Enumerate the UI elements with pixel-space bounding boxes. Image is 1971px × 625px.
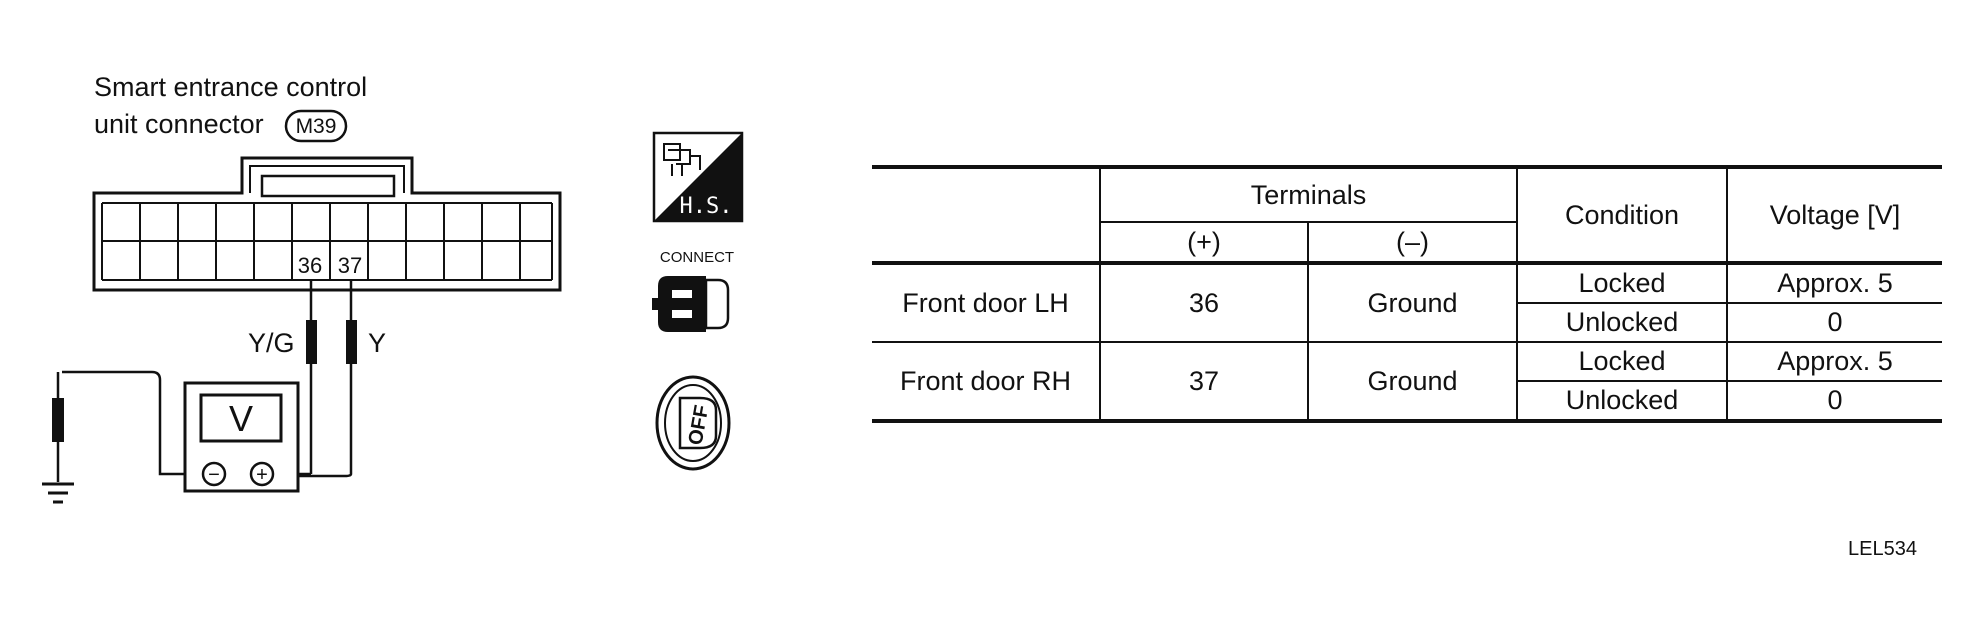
header-plus: (+) — [1099, 221, 1309, 265]
row-plus-terminal: 37 — [1099, 341, 1309, 423]
row-condition: Locked — [1516, 341, 1728, 382]
table-row: Front door LH 36 Ground Locked Approx. 5 — [872, 262, 1942, 343]
voltmeter-symbol: V — [229, 398, 253, 439]
connect-icon: CONNECT — [652, 249, 734, 332]
row-plus-terminal: 36 — [1099, 262, 1309, 343]
wire-color-right: Y — [368, 328, 386, 358]
row-voltage: Approx. 5 — [1726, 341, 1942, 382]
row-condition: Unlocked — [1516, 302, 1728, 343]
positive-terminal-icon — [249, 461, 275, 487]
connector-title-line1: Smart entrance control — [94, 72, 367, 102]
probe-left — [306, 280, 317, 474]
row-location: Front door RH — [872, 341, 1101, 423]
header-minus: (–) — [1307, 221, 1518, 265]
row-condition: Unlocked — [1516, 380, 1728, 423]
header-terminals: Terminals — [1099, 165, 1518, 223]
row-voltage: 0 — [1726, 302, 1942, 343]
positive-terminal-label: + — [256, 464, 268, 486]
probe-right — [346, 280, 357, 474]
row-minus-terminal: Ground — [1307, 341, 1518, 423]
voltage-spec-table: Terminals Condition Voltage [V] (+) (–) … — [872, 165, 1942, 423]
connect-label: CONNECT — [660, 249, 734, 266]
table-row: Unlocked 0 — [872, 302, 1942, 343]
connector-body: 36 37 — [92, 156, 562, 292]
connector-code-badge: M39 — [284, 109, 348, 143]
row-voltage: Approx. 5 — [1726, 262, 1942, 304]
negative-terminal-label: − — [208, 464, 220, 486]
harness-sign-icon: H.S. — [652, 131, 744, 223]
terminal-36-label: 36 — [298, 253, 322, 278]
wire-color-left: Y/G — [248, 328, 295, 358]
harness-sign-label: H.S. — [680, 194, 733, 219]
row-location: Front door LH — [872, 262, 1101, 343]
figure-code: LEL534 — [1848, 538, 1917, 560]
connector-title-line2: unit connector — [94, 109, 264, 139]
row-voltage: 0 — [1726, 380, 1942, 423]
negative-terminal-icon — [201, 461, 227, 487]
connector-code: M39 — [296, 115, 337, 138]
terminal-37-label: 37 — [338, 253, 362, 278]
ignition-off-icon: OFF — [655, 375, 731, 471]
table-corner-cell — [872, 165, 1101, 265]
header-voltage: Voltage [V] — [1726, 165, 1942, 265]
ground-icon — [42, 482, 74, 504]
header-condition: Condition — [1516, 165, 1728, 265]
voltmeter: V − + — [183, 381, 300, 493]
table-row: Unlocked 0 — [872, 380, 1942, 423]
row-condition: Locked — [1516, 262, 1728, 304]
ground-probe — [52, 372, 64, 482]
table-row: Front door RH 37 Ground Locked Approx. 5 — [872, 341, 1942, 423]
row-minus-terminal: Ground — [1307, 262, 1518, 343]
